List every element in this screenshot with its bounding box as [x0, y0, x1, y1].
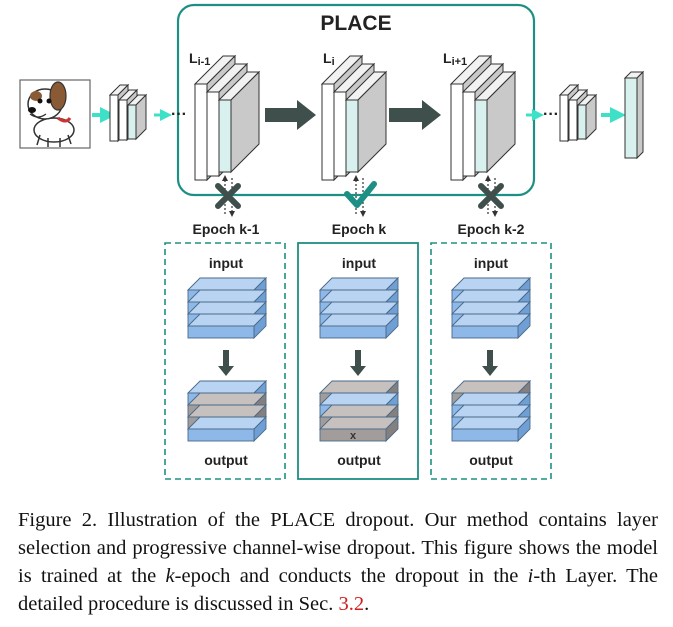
panel-input-label-prev: input: [209, 255, 244, 271]
layer-stacks: [108, 54, 645, 182]
panel-frame-prev: [164, 242, 286, 480]
input-channel-1-4: [186, 312, 268, 340]
panel-down-arrow-head-1: [218, 366, 234, 376]
ellipsis-left: ···: [171, 106, 187, 123]
caption-suffix: -th Layer. The detailed procedure is dis…: [18, 565, 658, 615]
feature-map-layer-1-3: [217, 70, 261, 174]
output-channel-3-4: [450, 415, 532, 443]
cross-icon: [215, 183, 241, 209]
caption-prefix: Figure 2. Illustration of the PLACE drop…: [18, 509, 658, 587]
layer-arrow-1: [265, 100, 316, 130]
place-title: PLACE: [320, 12, 391, 35]
small-feature-map-left-3: [126, 93, 148, 141]
caption-i-symbol: i: [527, 565, 534, 587]
flow-arrows: ··· ···: [92, 100, 626, 130]
layer-label-prev: Li-1: [189, 50, 210, 68]
final-output-bar: [623, 70, 645, 160]
check-icon: [344, 181, 377, 208]
figure-caption: Figure 2. Illustration of the PLACE drop…: [18, 506, 658, 618]
caption-k-symbol: k: [165, 565, 175, 587]
input-channel-3-4: [450, 312, 532, 340]
panel-down-arrow-shaft-3: [487, 350, 493, 366]
output-channel-1-4: [186, 415, 268, 443]
feature-map-layer-3-3: [473, 70, 517, 174]
panel-channel-stacks: xxxxxx: [186, 276, 532, 443]
layer-arrow-2: [389, 100, 441, 130]
section-reference-link[interactable]: 3.2: [338, 593, 365, 615]
epoch-marks: [215, 175, 504, 217]
dashed-up-head-3: [485, 175, 491, 181]
layer-label-next: Li+1: [443, 50, 467, 68]
panel-frame-current: [297, 242, 419, 480]
place-block-frame: [176, 3, 536, 197]
dashed-down-head-1: [229, 211, 235, 217]
panel-down-arrow-shaft-1: [223, 350, 229, 366]
ellipsis-right: ···: [543, 106, 559, 123]
output-channel-2-4: x: [318, 415, 400, 443]
dashed-down-head-3: [492, 211, 498, 217]
dropped-channel-mark: x: [350, 430, 357, 442]
panel-output-label-prev: output: [204, 452, 248, 468]
panel-output-label-next: output: [469, 452, 513, 468]
dashed-up-head-1: [222, 175, 228, 181]
panel-down-arrow-head-2: [350, 366, 366, 376]
epoch-label-prev: Epoch k-1: [193, 221, 260, 237]
layer-label-current: Li: [323, 50, 335, 68]
dashed-up-head-2: [353, 175, 359, 181]
panel-frame-next: [430, 242, 552, 480]
feature-map-layer-2-3: [344, 70, 388, 174]
epoch-label-current: Epoch k: [332, 221, 387, 237]
epoch-label-next: Epoch k-2: [458, 221, 525, 237]
panel-down-arrow-shaft-2: [355, 350, 361, 366]
input-channel-2-4: [318, 312, 400, 340]
cross-icon: [478, 183, 504, 209]
caption-end: .: [364, 593, 370, 615]
small-feature-map-right-3: [576, 93, 598, 141]
panel-down-arrow-head-3: [482, 366, 498, 376]
dog-icon: [19, 79, 91, 149]
panel-input-label-next: input: [474, 255, 509, 271]
panel-input-label-current: input: [342, 255, 377, 271]
panel-output-label-current: output: [337, 452, 381, 468]
dashed-down-head-2: [360, 211, 366, 217]
caption-middle: -epoch and conducts the dropout in the: [174, 565, 528, 587]
